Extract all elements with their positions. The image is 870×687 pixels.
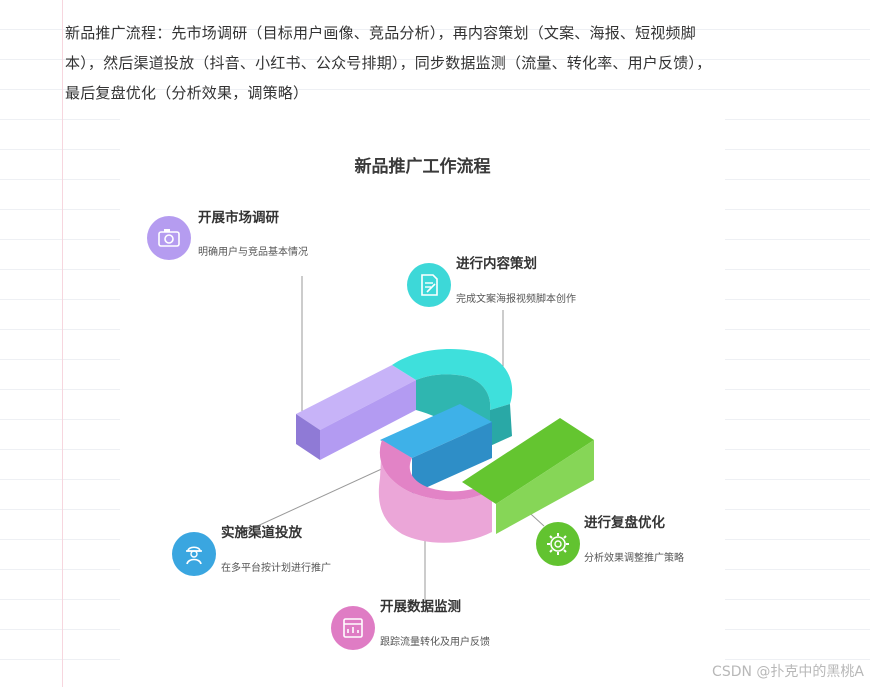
monitor-title: 开展数据监测: [380, 599, 461, 615]
note-line-2: 本），然后渠道投放（抖音、小红书、公众号排期），同步数据监测（流量、转化率、用户…: [65, 54, 712, 72]
pink-arch-top: [379, 440, 492, 501]
purple-bar-end: [296, 414, 320, 460]
content-desc: 完成文案海报视频脚本创作: [456, 294, 576, 305]
blue-block-top: [380, 404, 492, 458]
purple-bar-top: [296, 365, 416, 430]
cyan-arch-side: [490, 404, 512, 446]
pink-arch-front: [378, 440, 492, 543]
channel-circle: [172, 532, 216, 576]
green-bar-top: [462, 418, 594, 504]
research-desc: 明确用户与竞品基本情况: [198, 247, 308, 258]
monitor-desc: 跟踪流量转化及用户反馈: [380, 637, 490, 648]
camera-survey-icon: [158, 229, 180, 247]
note-line-1: 新品推广流程：先市场调研（目标用户画像、竞品分析），再内容策划（文案、海报、短视…: [65, 24, 696, 42]
research-circle: [147, 216, 191, 260]
note-paragraph: 新品推广流程：先市场调研（目标用户画像、竞品分析），再内容策划（文案、海报、短视…: [65, 18, 785, 108]
purple-bar-side: [320, 380, 416, 460]
diagram-title: 新品推广工作流程: [354, 157, 491, 177]
document-pen-icon: [421, 274, 438, 296]
green-bar-side: [496, 440, 594, 534]
blue-block-side: [412, 422, 492, 494]
cyan-arch-top: [392, 348, 513, 410]
calendar-chart-icon: [343, 618, 363, 638]
review-title: 进行复盘优化: [584, 515, 665, 531]
channel-desc: 在多平台按计划进行推广: [221, 563, 331, 574]
worker-icon: [186, 546, 202, 565]
note-line-3: 最后复盘优化（分析效果，调策略）: [65, 84, 309, 102]
gear-icon: [547, 533, 569, 555]
review-desc: 分析效果调整推广策略: [584, 553, 684, 564]
content-circle: [407, 263, 451, 307]
s-shape-graphic: [239, 276, 594, 603]
monitor-circle: [331, 606, 375, 650]
flow-diagram: 新品推广工作流程 开展市场调研 明确用户与竞品基本: [120, 118, 725, 678]
research-title: 开展市场调研: [198, 210, 279, 226]
notebook-margin-line: [62, 0, 63, 687]
review-circle: [536, 522, 580, 566]
channel-title: 实施渠道投放: [221, 525, 302, 541]
content-title: 进行内容策划: [456, 256, 537, 272]
watermark: CSDN @扑克中的黑桃A: [712, 664, 864, 680]
